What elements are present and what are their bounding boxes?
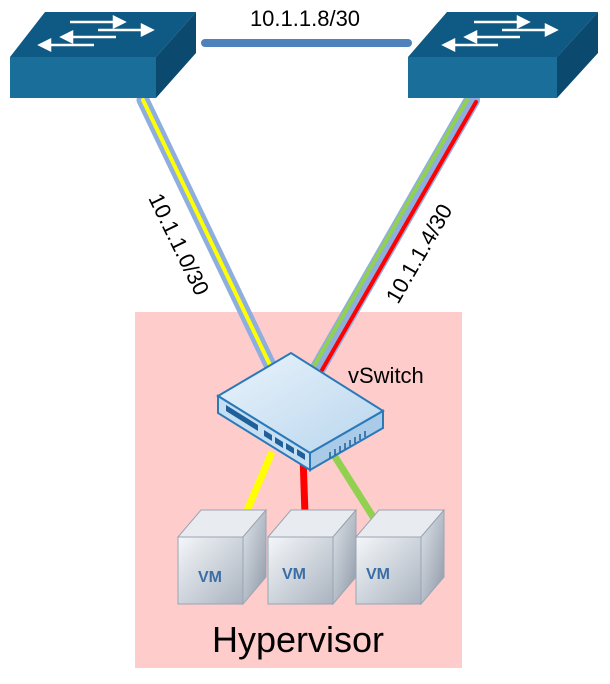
vm1-link (239, 450, 276, 522)
right-switch-icon (408, 12, 598, 98)
vm-1-label: VM (198, 569, 222, 586)
hypervisor-label: Hypervisor (212, 619, 384, 660)
vm-2-icon: VM (266, 508, 358, 606)
vm-3-icon: VM (354, 508, 446, 606)
vswitch-icon (216, 351, 385, 472)
vm-3-label: VM (366, 566, 390, 583)
vm-2-label: VM (282, 566, 306, 583)
left-uplink-label: 10.1.1.0/30 (144, 189, 215, 299)
left-switch-icon (10, 12, 196, 98)
vm3-link (329, 450, 378, 522)
switch-interlink-label: 10.1.1.8/30 (250, 6, 360, 31)
left-uplink (136, 93, 277, 372)
right-uplink (310, 92, 480, 376)
vswitch-label: vSwitch (348, 363, 424, 388)
vm-1-icon: VM (176, 508, 268, 606)
